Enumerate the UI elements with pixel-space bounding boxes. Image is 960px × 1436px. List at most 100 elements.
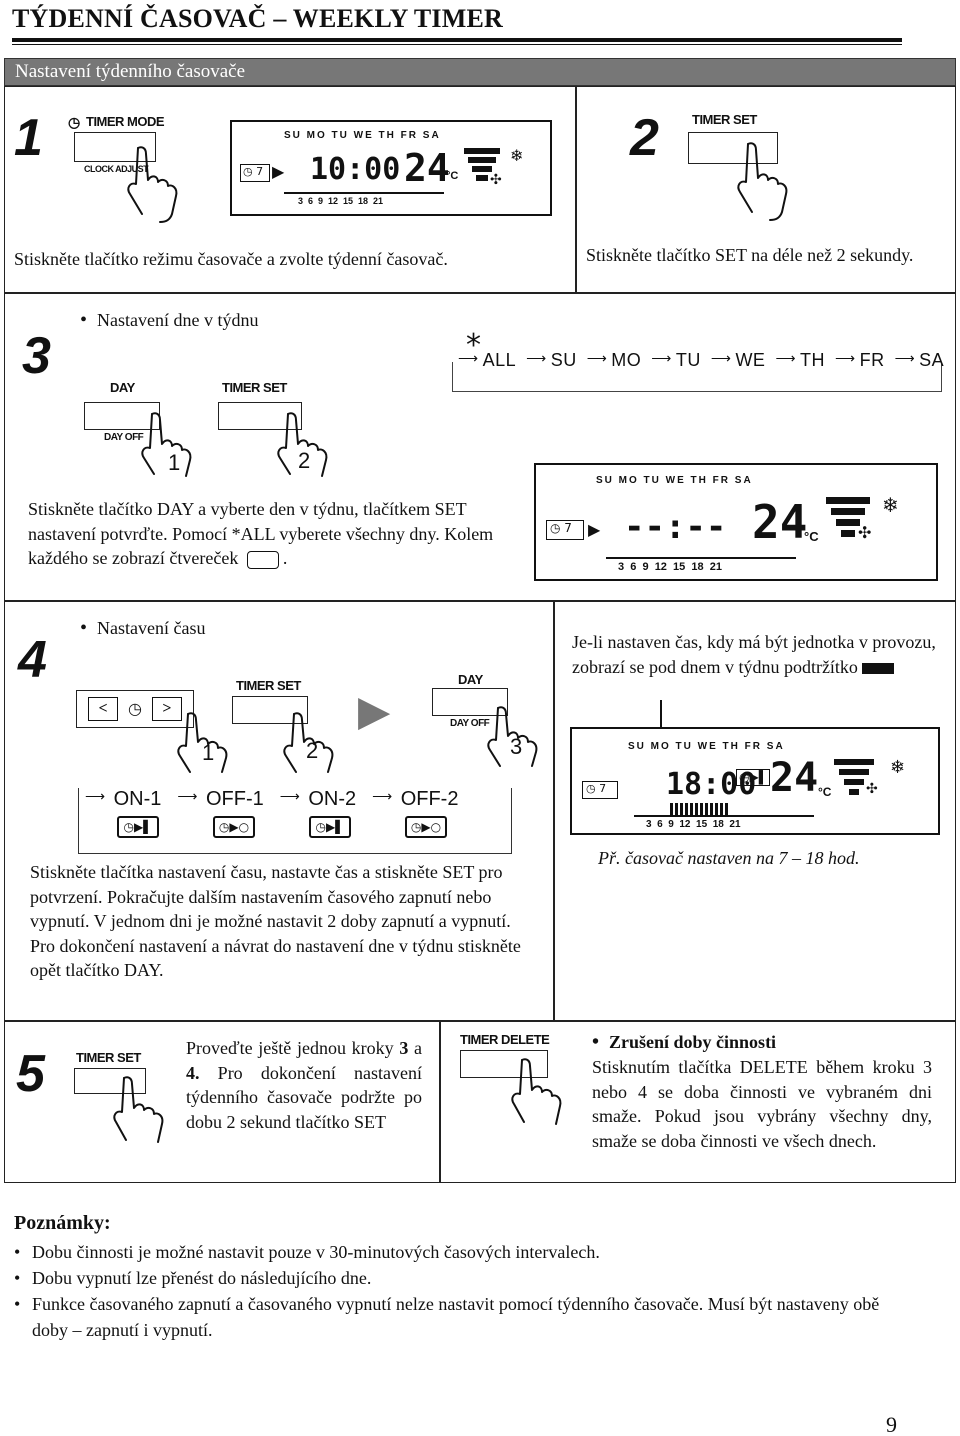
day-button[interactable] <box>432 688 508 716</box>
timer-set-label: TIMER SET <box>76 1050 141 1065</box>
step5-text-c: a <box>408 1038 422 1058</box>
clock-icon: ◷ <box>128 701 142 718</box>
step1-text: Stiskněte tlačítko režimu časovače a zvo… <box>14 249 448 269</box>
lcd-time: 18:00 <box>666 767 757 802</box>
lcd-timeline-bar <box>670 803 728 815</box>
step5-number: 5 <box>16 1045 45 1103</box>
timer-set-button[interactable] <box>232 696 308 724</box>
timer-on-icon: ◷▶▌ <box>736 769 771 786</box>
lcd-scale-line <box>606 557 796 559</box>
page-title: TÝDENNÍ ČASOVAČ – WEEKLY TIMER <box>12 4 503 33</box>
lcd-unit: °C <box>804 529 819 544</box>
lcd-time: --:-- <box>624 507 727 547</box>
timer-set-label: TIMER SET <box>692 112 757 127</box>
sequence-arrow-icon: ⟶ <box>775 350 797 366</box>
day-button[interactable] <box>84 402 160 430</box>
play-icon: ▶ <box>272 164 285 181</box>
lcd-temperature: 24 <box>752 495 808 549</box>
lcd-temperature: 24 <box>770 755 819 801</box>
note-text: Dobu vypnutí lze přenést do následujícíh… <box>32 1268 372 1288</box>
timer-indicator: ◷ 7 <box>546 520 584 540</box>
step1-box <box>4 86 576 293</box>
step4-number: 4 <box>18 631 47 689</box>
sequence-arrow-icon: ⟶ <box>85 788 106 804</box>
sequence-day-all: ALL <box>482 350 517 370</box>
timer-indicator-value: 7 <box>599 782 607 795</box>
sequence-arrow-icon: ⟶ <box>177 788 198 804</box>
cancel-heading: • Zrušení doby činnosti <box>592 1030 776 1055</box>
step4-lcd: SU MO TU WE TH FR SA ◷ 7 18:00 ◷▶▌ 24 °C… <box>570 727 940 835</box>
lcd-time: 10:00 <box>310 152 401 187</box>
day-label: DAY <box>458 672 483 687</box>
step3-number: 3 <box>22 327 51 385</box>
section-heading: Nastavení týdenního časovače <box>4 58 956 86</box>
lcd-days: SU MO TU WE TH FR SA <box>596 475 753 486</box>
sequence-day-we: WE <box>735 350 766 370</box>
timer-indicator-value: 7 <box>256 165 264 178</box>
sequence-step-off-2: OFF-2 <box>400 788 459 810</box>
chevron-right-icon[interactable]: > <box>151 697 182 721</box>
snowflake-icon: ❄ <box>890 757 906 777</box>
step3-heading: •Nastavení dne v týdnu <box>80 308 258 333</box>
step2-button-illustration: TIMER SET <box>684 112 814 222</box>
lcd-unit: °C <box>446 170 459 182</box>
notes-heading: Poznámky: <box>14 1212 111 1234</box>
timer-set-button[interactable] <box>688 132 778 164</box>
lcd-scale-line <box>634 815 814 817</box>
fan-icon: ✣ <box>866 782 878 797</box>
sequence-day-sa: SA <box>919 350 945 370</box>
timer-indicator: ◷ 7 <box>240 164 270 182</box>
time-adjust-button[interactable]: < ◷ > <box>76 690 194 728</box>
timer-set-button[interactable] <box>74 1068 146 1094</box>
step2-text: Stiskněte tlačítko SET na déle než 2 sek… <box>586 245 914 265</box>
play-icon: ▶ <box>588 522 601 539</box>
hand-icon <box>283 712 334 773</box>
square-icon <box>246 550 279 569</box>
fan-speed-icon <box>826 497 870 537</box>
fan-speed-icon <box>834 759 874 795</box>
fan-icon: ✣ <box>858 525 872 542</box>
chevron-left-icon[interactable]: < <box>88 697 118 721</box>
note-text: Funkce časovaného zapnutí a časovaného v… <box>32 1294 880 1340</box>
step4-buttons-illustration: < ◷ > TIMER SET ▶ DAY DAY OFF 1 2 3 <box>76 672 546 773</box>
timer-delete-button[interactable] <box>460 1050 548 1078</box>
cancel-box <box>440 1021 956 1183</box>
press-order-3: 3 <box>510 734 523 759</box>
step1-button-illustration: ◷ TIMER MODE CLOCK ADJUST <box>66 114 178 223</box>
day-off-label: DAY OFF <box>450 718 490 729</box>
sequence-day-fr: FR <box>859 350 885 370</box>
timer-indicator-value: 7 <box>564 521 572 535</box>
bullet: • <box>592 1031 600 1053</box>
sequence-step-off-1: OFF-1 <box>205 788 264 810</box>
fan-icon: ✣ <box>490 173 502 188</box>
step4-text: Stiskněte tlačítka nastavení času, nasta… <box>30 862 521 980</box>
note-text: Dobu činnosti je možné nastavit pouze v … <box>32 1242 600 1262</box>
hand-icon <box>177 712 228 773</box>
timer-indicator: ◷ 7 <box>582 781 618 799</box>
step4-heading-text: Nastavení času <box>97 618 206 638</box>
lcd-unit: °C <box>818 785 832 799</box>
step4-note-text: Je-li nastaven čas, kdy má být jednotka … <box>572 632 936 677</box>
sequence-day-su: SU <box>550 350 577 370</box>
page-number: 9 <box>886 1412 897 1436</box>
timer-on-icon: ◷▶▌ <box>309 816 351 838</box>
hand-icon <box>141 412 192 477</box>
hand-icon <box>737 142 788 221</box>
timer-off-icon: ◷▶○ <box>405 816 447 838</box>
step4-heading: •Nastavení času <box>80 616 205 641</box>
lcd-scale: 3 6 9 12 15 18 21 <box>646 819 741 830</box>
cancel-heading-text: Zrušení doby činnosti <box>609 1032 777 1052</box>
delete-button-illustration: TIMER DELETE <box>460 1030 580 1130</box>
list-item: •Dobu činnosti je možné nastavit pouze v… <box>14 1239 914 1265</box>
step4-box <box>4 601 554 1021</box>
step5-text-e: Pro dokončení nastavení týdenního časova… <box>186 1062 422 1132</box>
timer-mode-label: TIMER MODE <box>86 114 165 129</box>
timer-on-icon: ◷▶▌ <box>117 816 159 838</box>
hand-icon <box>277 412 328 477</box>
sequence-arrow-icon: ⟶ <box>279 788 301 804</box>
step3-text-end: . <box>282 548 288 568</box>
sequence-day-th: TH <box>800 350 826 370</box>
hand-icon <box>127 146 178 223</box>
snowflake-icon: ❄ <box>882 495 899 517</box>
sequence-arrow-icon: ⟶ <box>894 350 916 366</box>
